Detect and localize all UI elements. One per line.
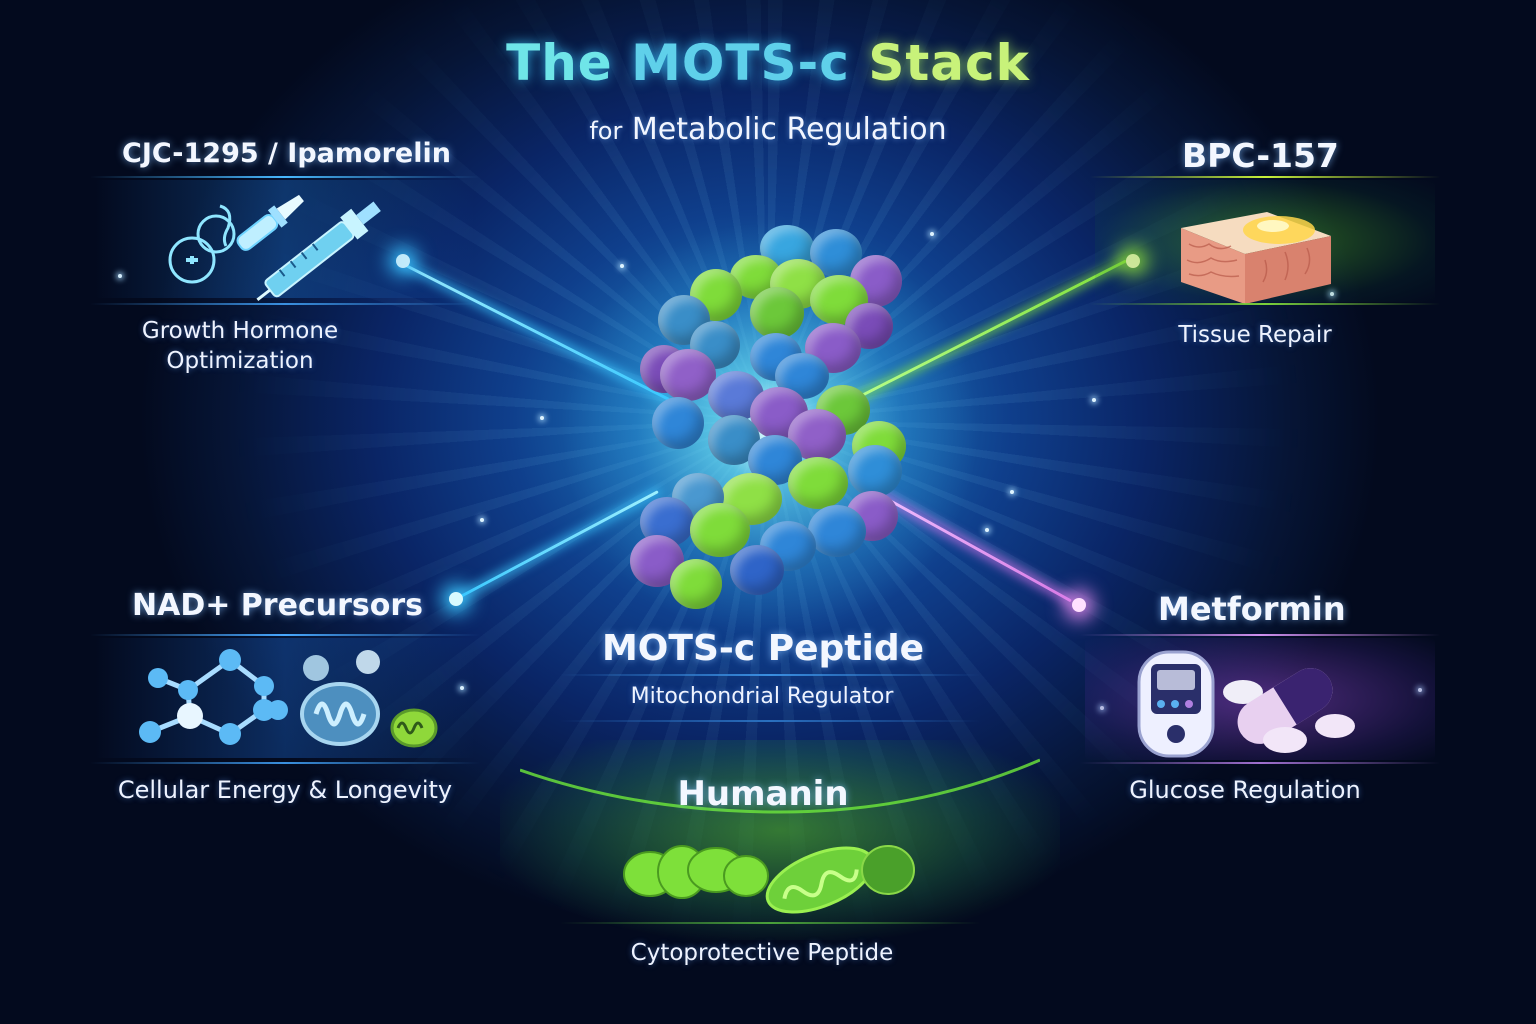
node-title-cjc: CJC-1295 / Ipamorelin [122, 138, 451, 169]
tissue-block-icon [1181, 212, 1331, 304]
star [620, 264, 624, 268]
node-desc-cjc-line2: Optimization [166, 348, 314, 374]
green-arc [520, 758, 1040, 814]
node-desc-bpc: Tissue Repair [1178, 322, 1332, 348]
divider [90, 303, 480, 305]
page-title: The MOTS-c Stack [0, 34, 1536, 92]
star [480, 518, 484, 522]
star [1330, 292, 1334, 296]
divider [560, 922, 980, 924]
divider [560, 674, 980, 676]
divider [1080, 634, 1440, 636]
divider [90, 762, 480, 764]
subtitle-prefix: for [589, 117, 623, 145]
beam-node-cjc [396, 254, 410, 268]
node-title-nad: NAD+ Precursors [132, 588, 423, 623]
node-title-humanin: Humanin [677, 774, 849, 814]
title-part-the: The [506, 34, 613, 92]
title-part-stack: Stack [868, 34, 1030, 92]
star [1010, 490, 1014, 494]
peptide-helix-molecule-icon [620, 225, 920, 625]
center-description: Mitochondrial Regulator [630, 684, 894, 709]
star [1092, 398, 1096, 402]
node-desc-nad: Cellular Energy & Longevity [117, 776, 453, 804]
divider [1080, 762, 1440, 764]
divider [90, 176, 480, 178]
syringe-vial-hormone-icon [168, 194, 381, 302]
node-desc-metformin: Glucose Regulation [1129, 776, 1361, 804]
node-title-bpc: BPC-157 [1182, 136, 1339, 175]
page-subtitle: for Metabolic Regulation [0, 112, 1536, 147]
beam-node-metformin [1072, 598, 1086, 612]
beam-node-bpc [1126, 254, 1140, 268]
beam-node-nad [449, 592, 463, 606]
divider [90, 634, 480, 636]
star [985, 528, 989, 532]
node-desc-humanin: Cytoprotective Peptide [630, 940, 894, 966]
star [930, 232, 934, 236]
subtitle-main: Metabolic Regulation [631, 112, 947, 147]
node-title-metformin: Metformin [1158, 590, 1346, 628]
title-part-motsc: MOTS-c [631, 34, 850, 92]
divider [1090, 176, 1440, 178]
node-desc-cjc-line1: Growth Hormone [141, 318, 339, 344]
star [540, 416, 544, 420]
divider [1090, 303, 1440, 305]
glucometer-pills-icon [1137, 650, 1355, 758]
center-title: MOTS-c Peptide [601, 628, 925, 669]
star [118, 274, 122, 278]
star [460, 686, 464, 690]
molecule-mitochondria-icon [139, 649, 438, 748]
divider [560, 720, 980, 722]
mitochondria-green-icon [623, 845, 915, 914]
